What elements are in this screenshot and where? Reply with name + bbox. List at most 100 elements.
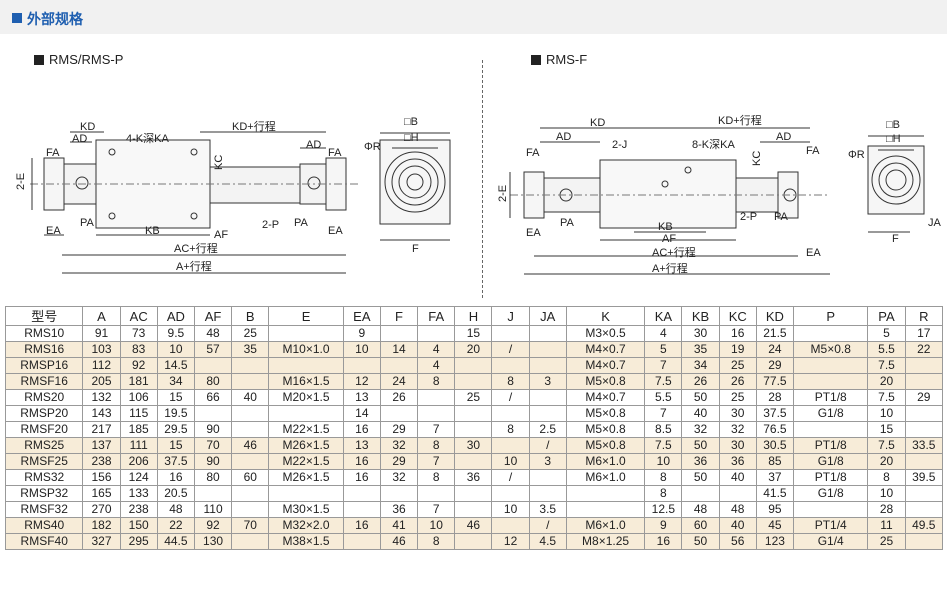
table-cell: 3.5 bbox=[528, 501, 567, 518]
table-cell: RMSF16 bbox=[4, 373, 84, 390]
table-cell: 24 bbox=[379, 373, 419, 390]
table-cell bbox=[718, 485, 757, 502]
square-bullet-icon bbox=[531, 55, 541, 65]
table-cell bbox=[379, 405, 419, 422]
table-cell bbox=[379, 325, 419, 342]
table-cell: 7 bbox=[417, 453, 456, 470]
table-cell bbox=[454, 533, 493, 550]
table-cell: 7.5 bbox=[644, 373, 683, 390]
dim-4k-left: 4-K深KA bbox=[126, 132, 169, 145]
dim-pa-left: PA bbox=[80, 217, 95, 229]
table-cell: RMSF32 bbox=[4, 501, 84, 518]
table-cell bbox=[528, 405, 567, 422]
table-cell: 50 bbox=[681, 469, 720, 486]
table-cell: 39.5 bbox=[904, 469, 944, 486]
table-cell: 48 bbox=[681, 501, 720, 518]
table-cell: 70 bbox=[193, 437, 233, 454]
table-cell bbox=[379, 357, 419, 374]
table-cell: 36 bbox=[718, 453, 757, 470]
table-cell: / bbox=[491, 389, 530, 406]
table-cell: / bbox=[491, 469, 530, 486]
table-cell: 37 bbox=[755, 469, 795, 486]
dim-2e-left: 2-E bbox=[15, 173, 27, 190]
table-cell: 40 bbox=[718, 469, 757, 486]
table-cell bbox=[268, 357, 344, 374]
dim-acstroke-left: AC+行程 bbox=[174, 242, 218, 255]
dim-2j-right: 2-J bbox=[612, 139, 627, 151]
table-cell bbox=[231, 485, 270, 502]
table-cell: 46 bbox=[231, 437, 270, 454]
col-header: H bbox=[454, 306, 493, 326]
table-cell: 25 bbox=[231, 325, 270, 342]
table-cell: RMSP32 bbox=[4, 485, 84, 502]
table-cell: 92 bbox=[193, 517, 233, 534]
table-cell: 15 bbox=[156, 437, 195, 454]
table-cell: 143 bbox=[82, 405, 121, 422]
table-cell: 16 bbox=[342, 517, 381, 534]
dim-b-right: □B bbox=[886, 119, 900, 131]
table-cell: 36 bbox=[681, 453, 720, 470]
table-cell: 13 bbox=[342, 437, 381, 454]
table-cell bbox=[231, 373, 270, 390]
table-cell: 44.5 bbox=[156, 533, 195, 550]
table-cell: M6×1.0 bbox=[565, 517, 646, 534]
table-cell: 295 bbox=[119, 533, 158, 550]
table-cell bbox=[231, 533, 270, 550]
dim-f-left: F bbox=[412, 243, 419, 255]
table-cell: M4×0.7 bbox=[565, 389, 646, 406]
table-cell bbox=[904, 485, 944, 502]
table-cell: 14.5 bbox=[156, 357, 195, 374]
dim-astroke-left: A+行程 bbox=[176, 260, 212, 273]
table-cell: 90 bbox=[193, 421, 233, 438]
dim-ja-right: JA bbox=[928, 217, 942, 229]
table-cell: 13 bbox=[342, 389, 381, 406]
table-cell: 165 bbox=[82, 485, 121, 502]
table-cell: 5 bbox=[644, 341, 683, 358]
table-cell: 32 bbox=[718, 421, 757, 438]
table-cell: 34 bbox=[156, 373, 195, 390]
table-cell: 8 bbox=[644, 469, 683, 486]
table-cell bbox=[904, 357, 944, 374]
table-cell bbox=[193, 485, 233, 502]
table-cell: M30×1.5 bbox=[268, 501, 344, 518]
table-cell bbox=[528, 469, 567, 486]
table-cell: 50 bbox=[681, 389, 720, 406]
table-cell bbox=[491, 357, 530, 374]
table-cell: 5 bbox=[867, 325, 906, 342]
label-rms: RMS/RMS-P bbox=[34, 52, 123, 67]
table-cell: 10 bbox=[491, 501, 530, 518]
dim-kb-right: KB bbox=[658, 221, 673, 233]
col-header: J bbox=[491, 306, 530, 326]
dim-ad-right-2: AD bbox=[776, 131, 791, 143]
table-cell: 124 bbox=[119, 469, 158, 486]
table-cell: 32 bbox=[379, 437, 419, 454]
dim-kb-left: KB bbox=[145, 225, 160, 237]
table-cell: 25 bbox=[718, 357, 757, 374]
table-cell: 48 bbox=[718, 501, 757, 518]
table-cell: 45 bbox=[755, 517, 795, 534]
table-cell bbox=[528, 341, 567, 358]
table-cell: M4×0.7 bbox=[565, 357, 646, 374]
table-cell: 4 bbox=[644, 325, 683, 342]
dim-af-left: AF bbox=[214, 229, 228, 241]
table-cell: 8 bbox=[417, 373, 456, 390]
table-cell: PT1/4 bbox=[793, 517, 869, 534]
table-cell: 14 bbox=[379, 341, 419, 358]
table-cell: 80 bbox=[193, 469, 233, 486]
table-cell: 205 bbox=[82, 373, 121, 390]
table-cell bbox=[904, 453, 944, 470]
table-cell: 7 bbox=[417, 501, 456, 518]
dim-ea-right-2: EA bbox=[806, 247, 821, 259]
table-cell: 8 bbox=[417, 469, 456, 486]
col-header: KC bbox=[718, 306, 757, 326]
table-cell: 20 bbox=[867, 453, 906, 470]
table-cell: M4×0.7 bbox=[565, 341, 646, 358]
table-cell: 41 bbox=[379, 517, 419, 534]
table-cell: 150 bbox=[119, 517, 158, 534]
table-cell: 181 bbox=[119, 373, 158, 390]
